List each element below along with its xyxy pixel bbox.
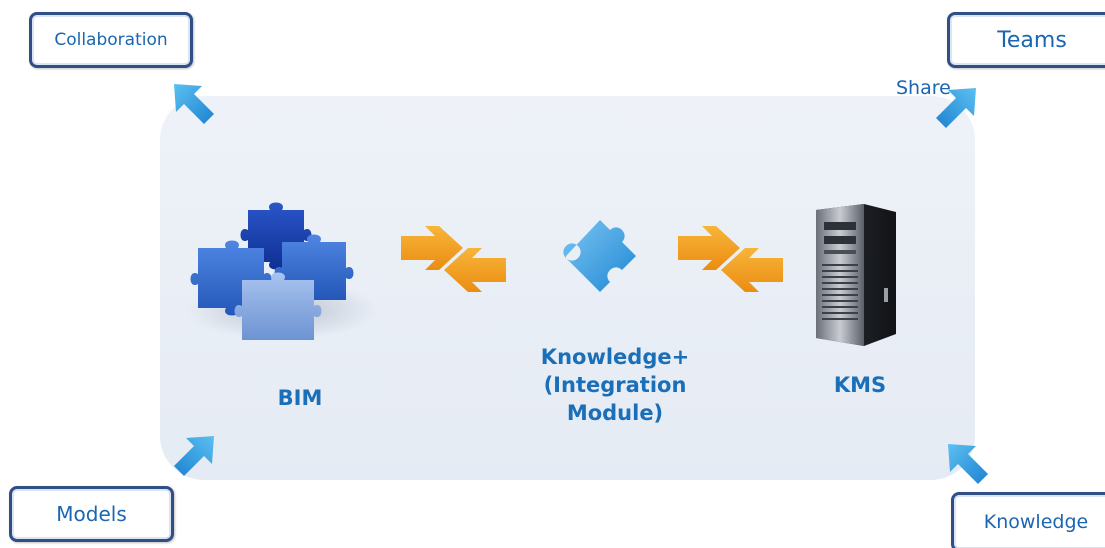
collaboration-tag: Collaboration — [29, 12, 193, 68]
models-tag: Models — [9, 486, 174, 542]
share-label: Share — [896, 77, 951, 99]
integration-module-label: Knowledge+ (Integration Module) — [540, 345, 690, 425]
exchange-arrows-icon-right — [678, 226, 783, 292]
teams-tag: Teams — [947, 12, 1105, 68]
kms-label: KMS — [833, 373, 887, 397]
bim-label: BIM — [277, 386, 323, 410]
exchange-arrows-icon-left — [401, 226, 506, 292]
teams-label: Teams — [997, 27, 1067, 53]
arrow-icon-bottom-right — [948, 444, 988, 484]
collaboration-label: Collaboration — [54, 30, 168, 50]
arrow-icon-bottom-left — [174, 436, 214, 476]
knowledge-label: Knowledge — [983, 511, 1089, 533]
models-label: Models — [56, 502, 127, 526]
knowledge-tag: Knowledge — [951, 492, 1105, 548]
puzzle-cluster-icon — [186, 202, 378, 340]
puzzle-piece-icon — [563, 220, 636, 292]
server-icon — [816, 204, 896, 346]
arrow-icon-top-left — [174, 84, 214, 124]
arrow-icon-top-right — [936, 88, 976, 128]
